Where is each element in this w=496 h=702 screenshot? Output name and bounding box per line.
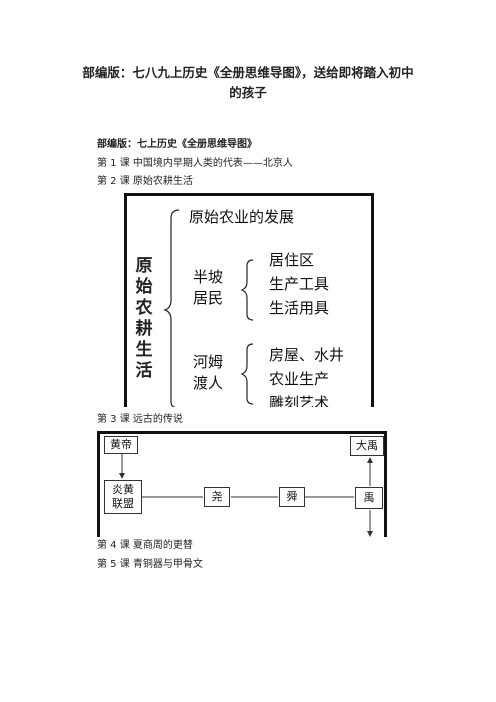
group1-label-line1: 半坡: [193, 268, 224, 286]
brace-group-1: [240, 259, 254, 321]
flow-connectors: [119, 454, 373, 537]
group2-item-3: 雕刻艺术: [269, 394, 330, 407]
lesson-4: 第 4 课 夏商周的更替: [97, 540, 193, 551]
lesson-3: 第 3 课 远古的传说: [97, 414, 183, 425]
page-title-line-1: 部编版：七八九上历史《全册思维导图》，送给即将踏入初中: [82, 65, 414, 80]
group2-item-1: 房屋、水井: [269, 346, 345, 364]
group1-label-line2: 居民: [193, 289, 224, 307]
lesson-1: 第 1 课 中国境内早期人类的代表——北京人: [97, 158, 293, 169]
group1-item-3: 生活用具: [269, 299, 330, 317]
mindmap-top-node: 原始农业的发展: [189, 208, 295, 226]
node-yao: 尧: [204, 487, 230, 507]
group2-label-line2: 渡人: [193, 374, 224, 392]
lesson-5: 第 5 课 青铜器与甲骨文: [97, 559, 203, 570]
mindmap-braces: [163, 209, 254, 407]
group2-item-2: 农业生产: [269, 370, 330, 388]
brace-group-2: [240, 343, 254, 405]
node-yanhuang-line2: 联盟: [112, 497, 134, 510]
flow-figure-legends: 黄帝 炎黄 联盟 尧 舜 禹 大禹: [97, 431, 387, 537]
node-huangdi: 黄帝: [104, 436, 138, 454]
node-yanhuang-line1: 炎黄: [112, 483, 134, 496]
node-shun: 舜: [279, 487, 305, 507]
group2-label-line1: 河姆: [193, 353, 224, 371]
mindmap-root: 原始农耕生活: [135, 256, 153, 381]
group1-item-1: 居住区: [269, 251, 315, 269]
section-heading: 部编版：七上历史《全册思维导图》: [97, 139, 257, 150]
node-yu: 禹: [355, 487, 383, 509]
mindmap-figure-primitive-farming: 原始农耕生活 原始农业的发展 半坡 居民 居住区 生产工具 生活用具 河姆 渡人…: [124, 193, 374, 407]
group1-item-2: 生产工具: [269, 275, 330, 293]
node-dayu: 大禹: [350, 436, 384, 456]
node-yanhuang: 炎黄 联盟: [104, 480, 142, 514]
lesson-2: 第 2 课 原始农耕生活: [97, 176, 193, 187]
page-title-line-2: 的孩子: [229, 85, 267, 100]
main-brace: [163, 209, 180, 407]
